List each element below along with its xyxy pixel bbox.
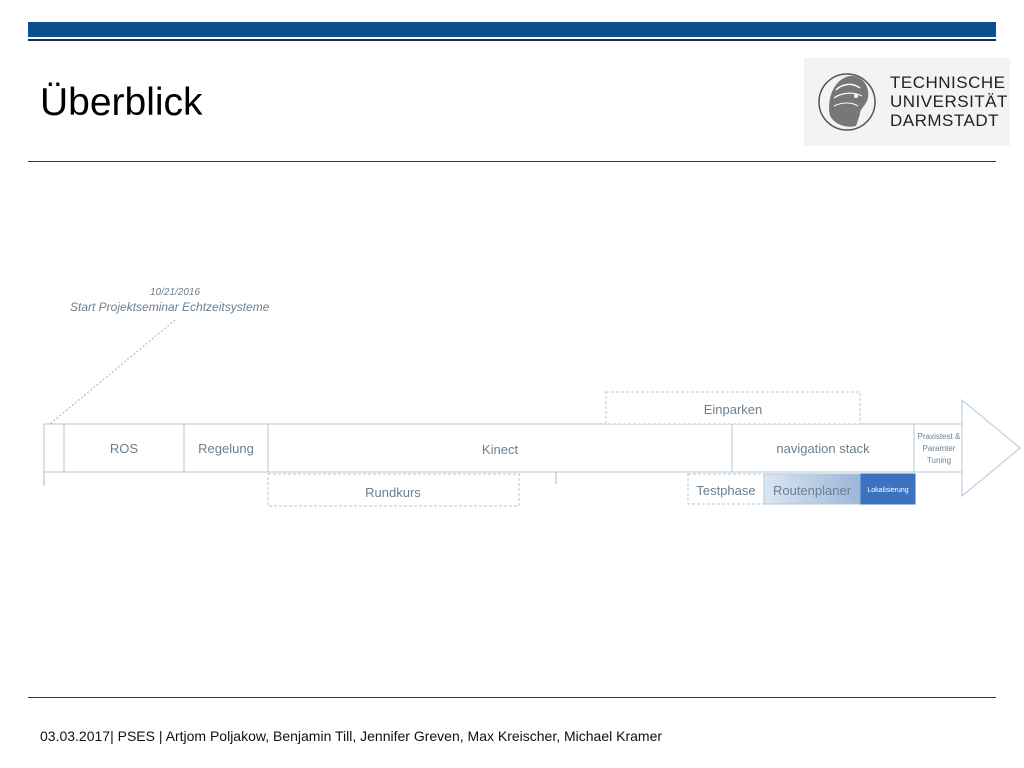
footer-divider [28, 697, 996, 698]
logo-line-1: TECHNISCHE [890, 73, 1006, 92]
phase-routenplaner-box [763, 473, 862, 505]
main-timeline-bar [43, 423, 963, 473]
milestone-leader-line [49, 319, 176, 425]
phase-regelung: Regelung [198, 441, 254, 456]
arrow-label-line-2: Paramter [923, 444, 956, 453]
phase-lokalisierung-box [860, 473, 916, 505]
header-dark-line [28, 39, 996, 41]
footer-separator: | [110, 728, 118, 744]
athena-head-icon [818, 73, 876, 131]
arrow-label-line-1: Praxistest & [918, 432, 961, 441]
tu-darmstadt-logo: TECHNISCHE UNIVERSITÄT DARMSTADT [804, 58, 1010, 146]
footer-separator: | [154, 728, 166, 744]
footer-date: 03.03.2017 [40, 728, 111, 744]
timeline-arrow-head [961, 398, 1021, 498]
phase-routenplaner: Routenplaner [773, 483, 852, 498]
logo-wordmark: TECHNISCHE UNIVERSITÄT DARMSTADT [890, 73, 1008, 130]
phase-einparken: Einparken [704, 402, 763, 417]
header-blue-bar [28, 22, 996, 37]
header-divider [28, 161, 996, 162]
arrow-label-line-3: Tuning [927, 456, 951, 465]
footer: 03.03.2017| PSES | Artjom Poljakow, Benj… [40, 728, 662, 744]
phase-rundkurs-box [267, 473, 520, 507]
milestone-label: Start Projektseminar Echtzeitsysteme [70, 300, 270, 314]
milestone-date: 10/21/2016 [150, 287, 200, 298]
slide-title: Überblick [40, 81, 203, 124]
phase-testphase-box [687, 473, 765, 505]
logo-line-3: DARMSTADT [890, 111, 1000, 130]
footer-authors: Artjom Poljakow, Benjamin Till, Jennifer… [165, 728, 663, 744]
phase-lokalisierung: Lokalisierung [867, 487, 908, 494]
phase-navigation-stack: navigation stack [776, 441, 870, 456]
phase-testphase: Testphase [696, 483, 755, 498]
phase-ros: ROS [110, 441, 139, 456]
footer-course: PSES [117, 728, 155, 744]
phase-einparken-box [605, 391, 861, 425]
logo-line-2: UNIVERSITÄT [890, 92, 1008, 111]
phase-rundkurs: Rundkurs [365, 485, 421, 500]
phase-kinect: Kinect [482, 442, 519, 457]
